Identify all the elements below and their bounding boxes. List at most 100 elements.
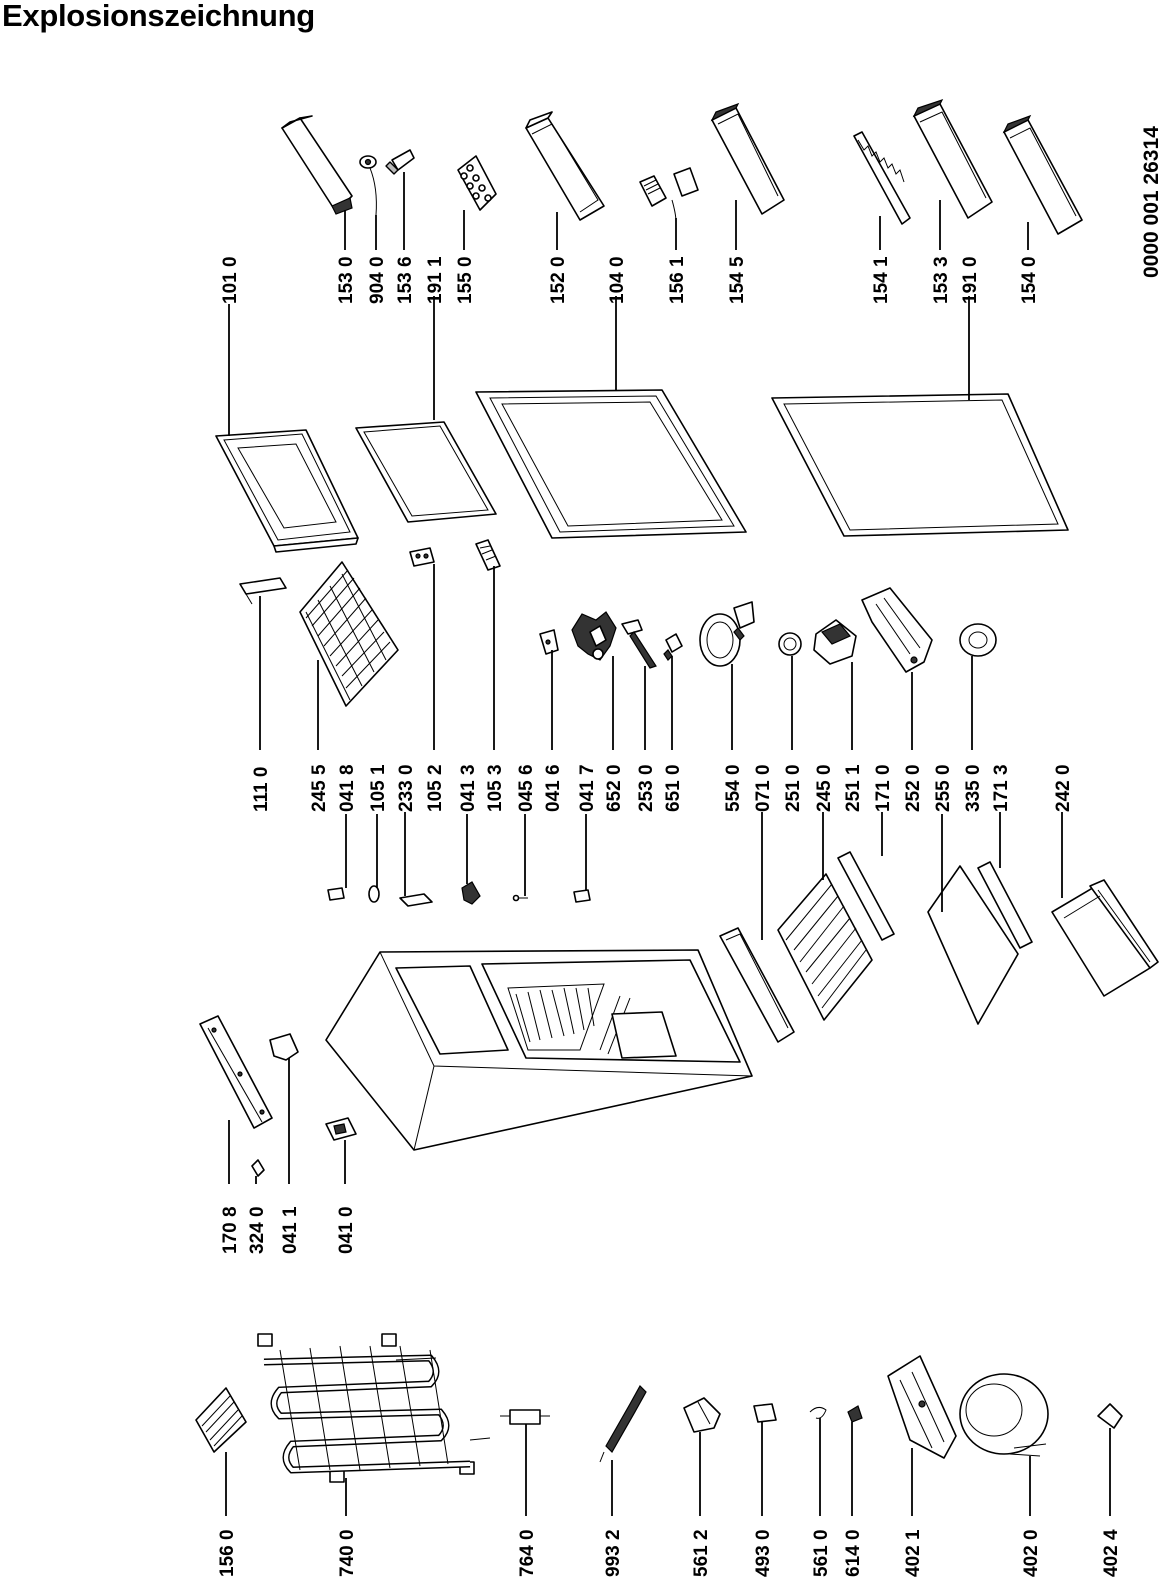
- label-153-3: 153 3: [931, 256, 952, 304]
- part-554-0-drawing: [699, 601, 755, 667]
- part-614-0-drawing: [847, 1405, 863, 1423]
- part-402-0-drawing: [959, 1373, 1049, 1457]
- label-251-0: 251 0: [783, 764, 804, 812]
- part-154-5-drawing: [710, 102, 785, 215]
- part-154-0-drawing: [1002, 114, 1083, 235]
- part-153-0-drawing: [281, 115, 353, 215]
- part-041-6-drawing: [539, 629, 559, 655]
- part-045-6-drawing: [512, 894, 528, 902]
- label-191-0: 191 0: [960, 256, 981, 304]
- label-154-0: 154 0: [1019, 256, 1040, 304]
- part-245-5-drawing: [299, 561, 399, 707]
- label-156-0: 156 0: [217, 1529, 238, 1577]
- part-493-0-drawing: [753, 1403, 777, 1423]
- label-242-0: 242 0: [1053, 764, 1074, 812]
- part-105-1-drawing: [368, 885, 380, 903]
- part-171-0-drawing: [837, 851, 895, 941]
- leader-lines: [225, 172, 1111, 1516]
- part-041-1-drawing: [269, 1033, 299, 1061]
- label-561-0: 561 0: [811, 1529, 832, 1577]
- label-191-1: 191 1: [425, 256, 446, 304]
- label-154-1: 154 1: [871, 256, 892, 304]
- part-253-0-drawing: [621, 619, 657, 669]
- part-402-4-drawing: [1097, 1403, 1123, 1429]
- label-041-3: 041 3: [458, 764, 479, 812]
- part-154-1-drawing: [853, 131, 911, 225]
- label-251-1: 251 1: [843, 764, 864, 812]
- part-402-1-drawing: [887, 1355, 957, 1459]
- label-105-1: 105 1: [368, 764, 389, 812]
- label-153-0: 153 0: [336, 256, 357, 304]
- part-252-0-drawing: [861, 587, 933, 673]
- label-554-0: 554 0: [723, 764, 744, 812]
- label-170-8: 170 8: [220, 1206, 241, 1254]
- part-105-2-drawing: [409, 547, 435, 567]
- part-071-0-drawing: [719, 927, 795, 1043]
- label-740-0: 740 0: [337, 1529, 358, 1577]
- label-402-4: 402 4: [1101, 1529, 1122, 1577]
- label-764-0: 764 0: [517, 1529, 538, 1577]
- part-labels: 153 0 904 0 153 6 191 1 155 0 152 0 104 …: [217, 126, 1163, 1577]
- label-252-0: 252 0: [903, 764, 924, 812]
- part-153-6-drawing: [385, 149, 415, 175]
- part-242-0-drawing: [1051, 879, 1159, 997]
- part-561-2-drawing: [683, 1397, 721, 1433]
- part-251-0-drawing: [778, 632, 802, 656]
- part-170-8-drawing: [199, 1015, 273, 1129]
- label-614-0: 614 0: [843, 1529, 864, 1577]
- label-105-2: 105 2: [425, 764, 446, 812]
- part-104-0-drawing: [475, 389, 747, 539]
- part-041-8-drawing: [327, 887, 345, 901]
- part-764-0-drawing: [500, 1409, 550, 1425]
- part-111-0-drawing: [239, 577, 287, 605]
- label-152-0: 152 0: [548, 256, 569, 304]
- label-041-8: 041 8: [337, 764, 358, 812]
- part-740-0-drawing: [257, 1333, 491, 1483]
- label-041-0: 041 0: [336, 1206, 357, 1254]
- label-153-6: 153 6: [395, 256, 416, 304]
- label-904-0: 904 0: [367, 256, 388, 304]
- label-493-0: 493 0: [753, 1529, 774, 1577]
- part-245-0-drawing: [777, 873, 873, 1021]
- label-402-0: 402 0: [1021, 1529, 1042, 1577]
- part-153-3-drawing: [912, 98, 993, 219]
- label-155-0: 155 0: [455, 256, 476, 304]
- part-335-0-drawing: [959, 623, 997, 657]
- part-255-0-drawing: [927, 865, 1019, 1025]
- label-233-0: 233 0: [396, 764, 417, 812]
- label-041-7: 041 7: [577, 764, 598, 812]
- page-title: Explosionszeichnung: [2, 0, 315, 33]
- part-652-0-drawing: [571, 611, 617, 661]
- label-156-1: 156 1: [667, 256, 688, 304]
- part-041-3-drawing: [461, 881, 481, 905]
- part-324-0-drawing: [251, 1159, 265, 1177]
- label-104-0: 104 0: [607, 256, 628, 304]
- part-191-0-drawing: [771, 393, 1069, 537]
- label-105-3: 105 3: [485, 764, 506, 812]
- label-335-0: 335 0: [963, 764, 984, 812]
- part-156-0-drawing: [195, 1387, 247, 1453]
- part-651-0-drawing: [663, 633, 683, 661]
- part-105-3-drawing: [475, 539, 501, 571]
- part-233-0-drawing: [399, 893, 433, 907]
- document-number: 0000 001 26314: [1140, 126, 1163, 278]
- label-071-0: 071 0: [753, 764, 774, 812]
- part-156-1-drawing: [639, 167, 699, 223]
- label-245-0: 245 0: [814, 764, 835, 812]
- label-253-0: 253 0: [636, 764, 657, 812]
- label-101-0: 101 0: [220, 256, 241, 304]
- label-041-6: 041 6: [543, 764, 564, 812]
- part-041-7-drawing: [573, 889, 591, 903]
- label-324-0: 324 0: [247, 1206, 268, 1254]
- label-255-0: 255 0: [933, 764, 954, 812]
- label-171-0: 171 0: [873, 764, 894, 812]
- label-652-0: 652 0: [604, 764, 625, 812]
- label-651-0: 651 0: [663, 764, 684, 812]
- part-993-2-drawing: [599, 1385, 647, 1463]
- part-155-0-drawing: [457, 155, 497, 211]
- part-191-1-drawing: [355, 421, 497, 523]
- label-111-0: 111 0: [251, 767, 272, 812]
- part-171-3-drawing: [977, 861, 1033, 949]
- part-041-0-drawing: [325, 1117, 357, 1141]
